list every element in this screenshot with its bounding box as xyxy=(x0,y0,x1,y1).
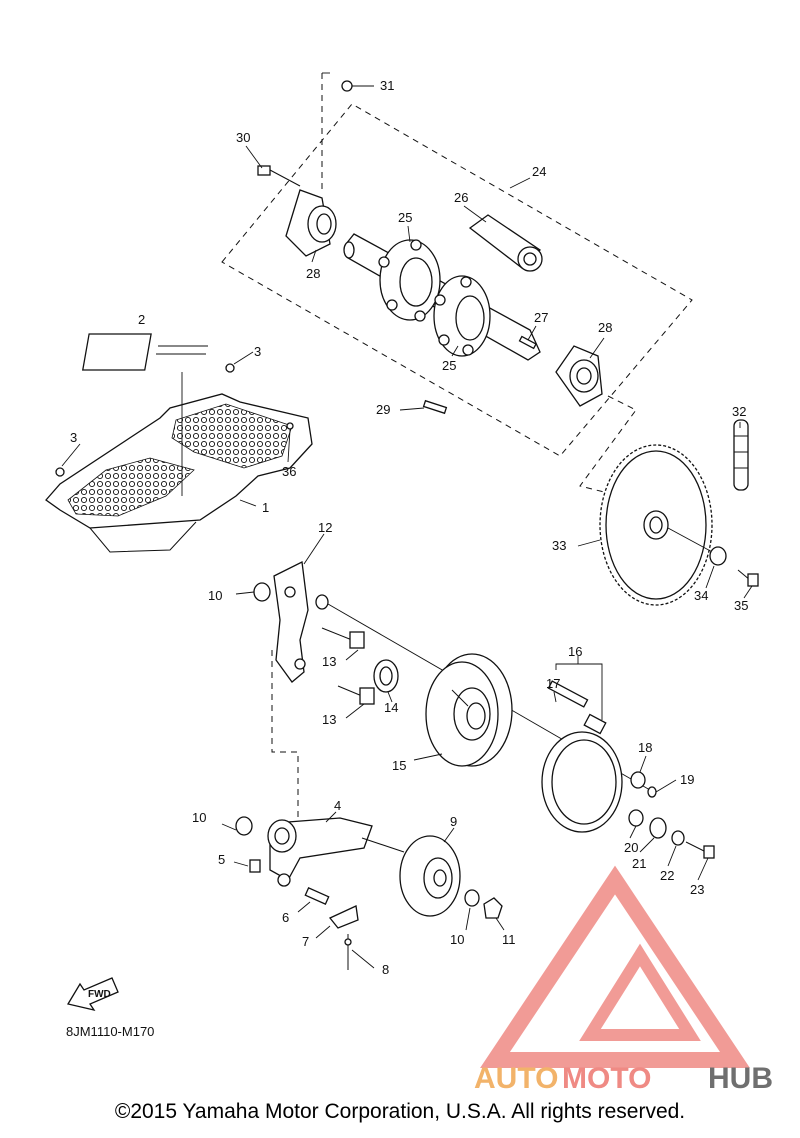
bolt-23-part xyxy=(685,841,715,859)
washer-18-part xyxy=(630,771,646,789)
callout-30: 30 xyxy=(236,130,250,145)
callout-32: 32 xyxy=(732,404,746,419)
sprocket-group xyxy=(599,419,759,606)
callout-21: 21 xyxy=(632,856,646,871)
bearing-28-right-part xyxy=(555,345,603,407)
callout-6: 6 xyxy=(282,910,289,925)
callout-22: 22 xyxy=(660,868,674,883)
washer-10-left-part xyxy=(235,816,253,836)
bearing-28-left-part xyxy=(285,189,337,257)
bracket-group xyxy=(253,561,651,860)
callout-29: 29 xyxy=(376,402,390,417)
bolt-31-part xyxy=(341,80,353,92)
callout-35: 35 xyxy=(734,598,748,613)
callout-7: 7 xyxy=(302,934,309,949)
bolt-13-upper-part xyxy=(321,627,365,649)
callout-10-top: 10 xyxy=(208,588,222,603)
callout-36: 36 xyxy=(282,464,296,479)
key-27-part xyxy=(518,335,537,350)
nut-5-part xyxy=(249,859,261,873)
callout-17: 17 xyxy=(546,676,560,691)
callout-8: 8 xyxy=(382,962,389,977)
hub-25-upper-part xyxy=(378,239,441,322)
callout-24: 24 xyxy=(532,164,546,179)
callout-11: 11 xyxy=(502,932,516,947)
copyright-notice: ©2015 Yamaha Motor Corporation, U.S.A. A… xyxy=(114,1100,686,1123)
nut-11-part xyxy=(483,897,503,919)
callout-10-left: 10 xyxy=(192,810,206,825)
callout-10-bottom: 10 xyxy=(450,932,464,947)
callout-25-lower: 25 xyxy=(442,358,456,373)
callout-14: 14 xyxy=(384,700,398,715)
collar-22-part xyxy=(671,830,685,846)
callout-23: 23 xyxy=(690,882,704,897)
bolt-30-part xyxy=(257,165,301,187)
callout-28-right: 28 xyxy=(598,320,612,335)
washer-20-part xyxy=(628,809,644,827)
watermark-moto: MOTO xyxy=(562,1062,651,1095)
callout-25-upper: 25 xyxy=(398,210,412,225)
diagram-code: 8JM1110-M170 xyxy=(66,1024,154,1039)
washer-21-part xyxy=(649,817,667,839)
watermark-auto: AUTO xyxy=(474,1062,558,1095)
callout-20: 20 xyxy=(624,840,638,855)
watermark-hub: HUB xyxy=(708,1062,773,1095)
bolt-13-lower-part xyxy=(337,685,375,705)
callout-13-lower: 13 xyxy=(322,712,336,727)
callout-16: 16 xyxy=(568,644,582,659)
sleeve-26-part xyxy=(468,214,543,272)
spring-6-part xyxy=(304,887,330,905)
clip-19-part xyxy=(647,786,657,798)
arm-group xyxy=(235,816,503,970)
label-2-part xyxy=(81,333,152,371)
callout-3-right: 3 xyxy=(254,344,261,359)
callout-27: 27 xyxy=(534,310,548,325)
callout-5: 5 xyxy=(218,852,225,867)
callout-28-left: 28 xyxy=(306,266,320,281)
watermark-logo xyxy=(480,865,750,1068)
callout-2: 2 xyxy=(138,312,145,327)
callout-34: 34 xyxy=(694,588,708,603)
screw-3-right-part xyxy=(225,363,235,373)
plate-7-part xyxy=(328,905,359,929)
clutch-group xyxy=(373,653,513,767)
callout-1: 1 xyxy=(262,500,269,515)
hub-25-lower-part xyxy=(433,275,491,357)
pin-29-part xyxy=(422,399,448,415)
shaft-assembly-group xyxy=(221,72,693,495)
screw-3-left-part xyxy=(55,467,65,477)
callout-18: 18 xyxy=(638,740,652,755)
pin-17-part xyxy=(547,680,589,708)
chain-32-part xyxy=(733,419,749,491)
washer-10-bottom-part xyxy=(464,889,480,907)
callout-3-left: 3 xyxy=(70,430,77,445)
callout-9: 9 xyxy=(450,814,457,829)
callout-31: 31 xyxy=(380,78,394,93)
band-group xyxy=(541,680,715,859)
callout-4: 4 xyxy=(334,798,341,813)
leader-lines xyxy=(61,85,753,969)
callout-26: 26 xyxy=(454,190,468,205)
watermark-text: AUTO MOTO HUB xyxy=(474,1062,773,1095)
washer-34-part xyxy=(709,546,727,566)
clip-36-part xyxy=(286,422,294,430)
fwd-label: FWD xyxy=(88,989,111,1000)
callout-15: 15 xyxy=(392,758,406,773)
bolt-35-part xyxy=(737,569,759,587)
callout-labels: 1 2 3 3 4 5 6 7 8 9 10 10 10 11 12 13 13… xyxy=(70,78,748,977)
callout-19: 19 xyxy=(680,772,694,787)
callout-33: 33 xyxy=(552,538,566,553)
foot-plate-group xyxy=(45,333,313,553)
callout-12: 12 xyxy=(318,520,332,535)
washer-10-top-part xyxy=(253,582,271,602)
pin-8-part xyxy=(344,938,352,946)
callout-13-upper: 13 xyxy=(322,654,336,669)
fwd-arrow-icon: FWD xyxy=(66,977,119,1012)
